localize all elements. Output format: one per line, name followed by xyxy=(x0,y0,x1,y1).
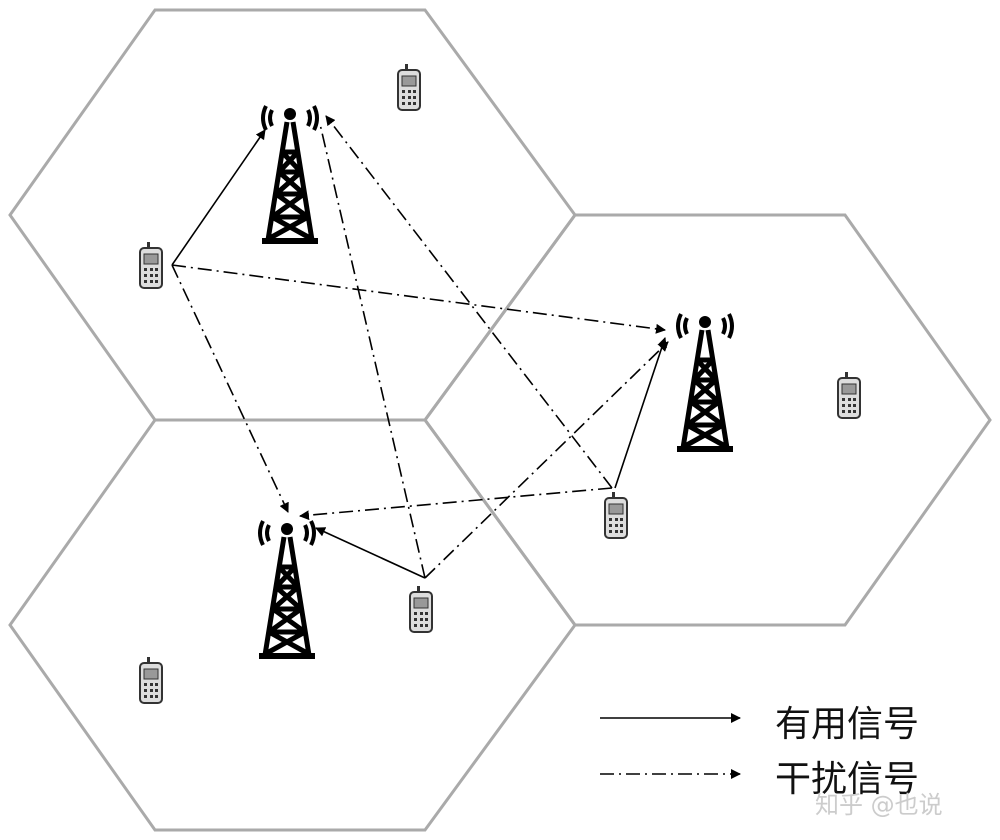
useful-signal-arrow xyxy=(614,337,667,489)
base-station-tower-icon xyxy=(262,106,318,244)
mobile-phone-icon xyxy=(139,656,163,704)
base-station-tower-icon xyxy=(259,521,315,659)
interference-signal-arrow xyxy=(325,115,613,489)
interference-signal-arrow xyxy=(424,341,669,579)
useful-signal-arrow xyxy=(171,129,266,266)
useful-signal-arrow xyxy=(315,527,426,579)
mobile-phone-icon xyxy=(409,585,433,633)
interference-signal-arrow xyxy=(299,487,613,521)
mobile-phone-icon xyxy=(604,491,628,539)
base-station-tower-icon xyxy=(677,314,733,452)
legend-useful-label: 有用信号 xyxy=(775,704,920,745)
interference-signal-arrows xyxy=(171,115,669,579)
interference-signal-arrow xyxy=(171,264,666,334)
useful-signal-arrows xyxy=(171,129,667,579)
mobile-phone-icon xyxy=(397,63,421,111)
watermark: 知乎 @也说 xyxy=(815,791,943,819)
interference-signal-arrow xyxy=(171,264,289,513)
mobile-phone-icon xyxy=(139,241,163,289)
cell-hexagon-bottom xyxy=(8,418,577,832)
cell-hexagon-right xyxy=(423,213,992,627)
legend-interference-label: 干扰信号 xyxy=(775,759,920,800)
mobile-phone-icon xyxy=(837,371,861,419)
